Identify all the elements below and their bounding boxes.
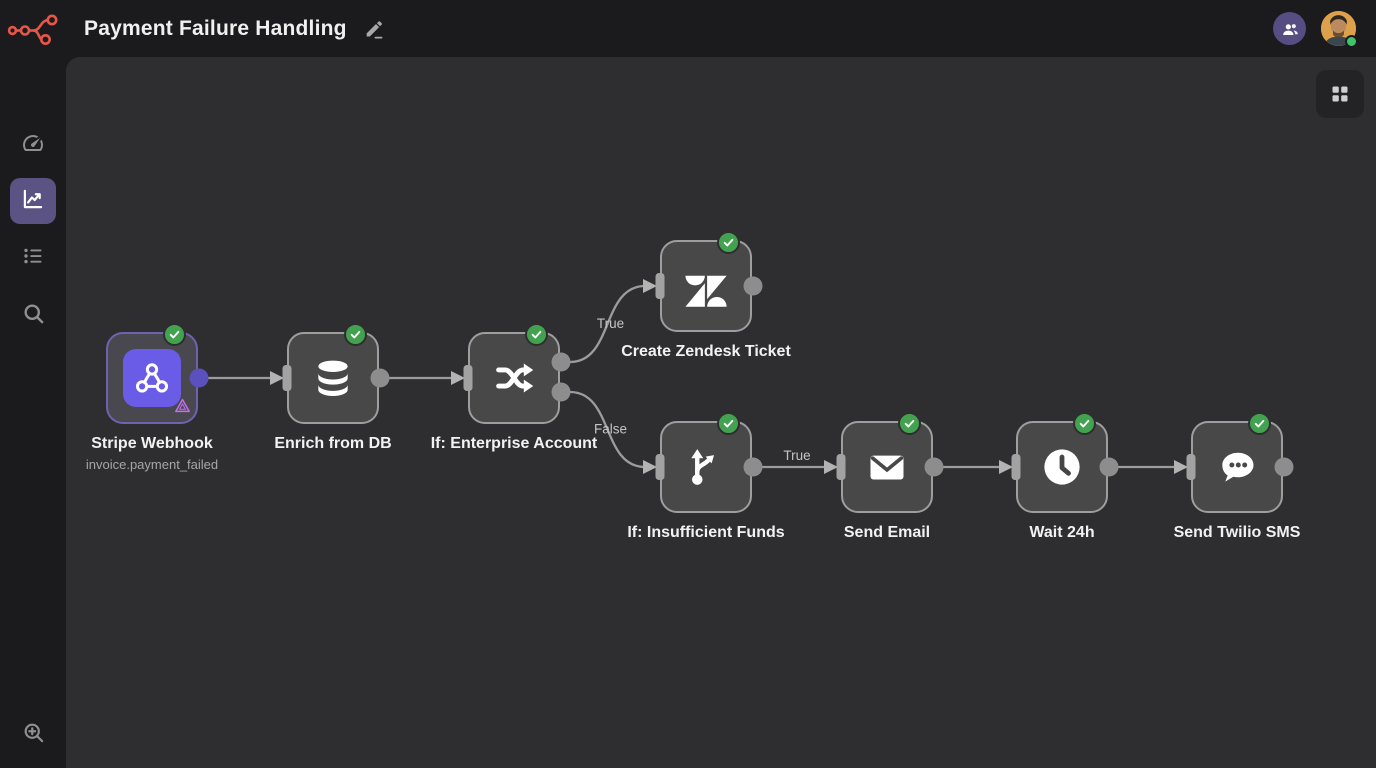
workflow-node-wait[interactable]: Wait 24h [1016,412,1108,541]
zendesk-icon [685,275,727,307]
workflow-node-enrich[interactable]: Enrich from DB [274,323,392,452]
node-label: If: Insufficient Funds [621,523,791,543]
success-check-badge [1073,412,1096,435]
avatar-photo [1321,11,1356,46]
workflow-node-if_insufficient[interactable]: If: Insufficient Funds [627,412,785,541]
success-check-badge [717,231,740,254]
check-icon [531,330,542,339]
check-icon [723,419,734,428]
sidebar-item-dashboard[interactable] [10,122,56,168]
check-icon [904,419,915,428]
success-check-badge [344,323,367,346]
node-label: Send Email [802,523,972,543]
users-icon [1282,23,1298,35]
workflow-canvas[interactable] [66,57,1376,768]
canvas-grid-button[interactable] [1316,70,1364,118]
webhook-icon [123,349,181,407]
success-check-badge [898,412,921,435]
node-label: Send Twilio SMS [1152,523,1322,543]
chat-bubble-icon [1222,452,1254,482]
node-label: If: Enterprise Account [429,434,599,454]
pencil-icon [366,20,383,38]
node-title: Wait 24h [1029,524,1095,541]
database-icon [318,360,348,396]
gauge-icon [21,131,45,160]
node-label: Enrich from DB [248,434,418,454]
avatar-person-icon [1321,11,1356,46]
workflow-node-stripe[interactable]: Stripe Webhook invoice.payment_failed [86,323,218,472]
workflow-logo-icon [7,14,58,45]
chart-line-icon [20,186,46,217]
sidebar-item-analytics[interactable] [10,178,56,224]
check-icon [723,238,734,247]
left-sidebar [0,57,66,768]
success-check-badge [525,323,548,346]
success-check-badge [717,412,740,435]
top-bar: Payment Failure Handling [0,0,1376,57]
node-label: Stripe Webhook invoice.payment_failed [67,434,237,472]
success-check-badge [163,323,186,346]
node-title: If: Insufficient Funds [627,524,785,541]
zoom-in-icon [21,720,46,750]
node-title: Send Twilio SMS [1173,524,1301,541]
check-icon [1079,419,1090,428]
topbar-actions [1273,11,1376,48]
share-users-button[interactable] [1273,12,1306,45]
node-title: Send Email [843,524,931,541]
node-title: If: Enterprise Account [430,435,598,452]
node-label: Create Zendesk Ticket [621,342,791,362]
grid-icon [1332,86,1348,102]
page-title: Payment Failure Handling [84,16,347,40]
shuffle-icon [496,363,534,393]
workflow-node-twilio[interactable]: Send Twilio SMS [1174,412,1300,541]
branch-split-icon [691,449,715,485]
node-subtitle: invoice.payment_failed [85,457,219,472]
sidebar-item-zoom-in[interactable] [10,712,56,758]
check-icon [350,330,361,339]
node-title: Stripe Webhook [91,435,213,452]
workflow-node-send_email[interactable]: Send Email [841,412,933,541]
check-icon [1254,419,1265,428]
email-icon [870,455,904,480]
sidebar-item-search[interactable] [10,293,56,339]
trigger-bolt-badge [174,398,191,418]
online-status-dot [1345,35,1358,48]
check-icon [169,330,180,339]
node-label: Wait 24h [977,523,1147,543]
node-title: Enrich from DB [274,435,392,452]
user-avatar[interactable] [1321,11,1358,48]
node-title: Create Zendesk Ticket [621,343,791,360]
success-check-badge [1248,412,1271,435]
workflow-node-zendesk[interactable]: Create Zendesk Ticket [621,231,791,360]
workflow-node-if_enterprise[interactable]: If: Enterprise Account [431,323,597,452]
edit-title-button[interactable] [361,16,387,42]
clock-icon [1044,449,1080,485]
app-logo[interactable] [0,12,66,46]
list-icon [21,244,45,273]
search-icon [21,301,46,331]
sidebar-item-executions[interactable] [10,235,56,281]
